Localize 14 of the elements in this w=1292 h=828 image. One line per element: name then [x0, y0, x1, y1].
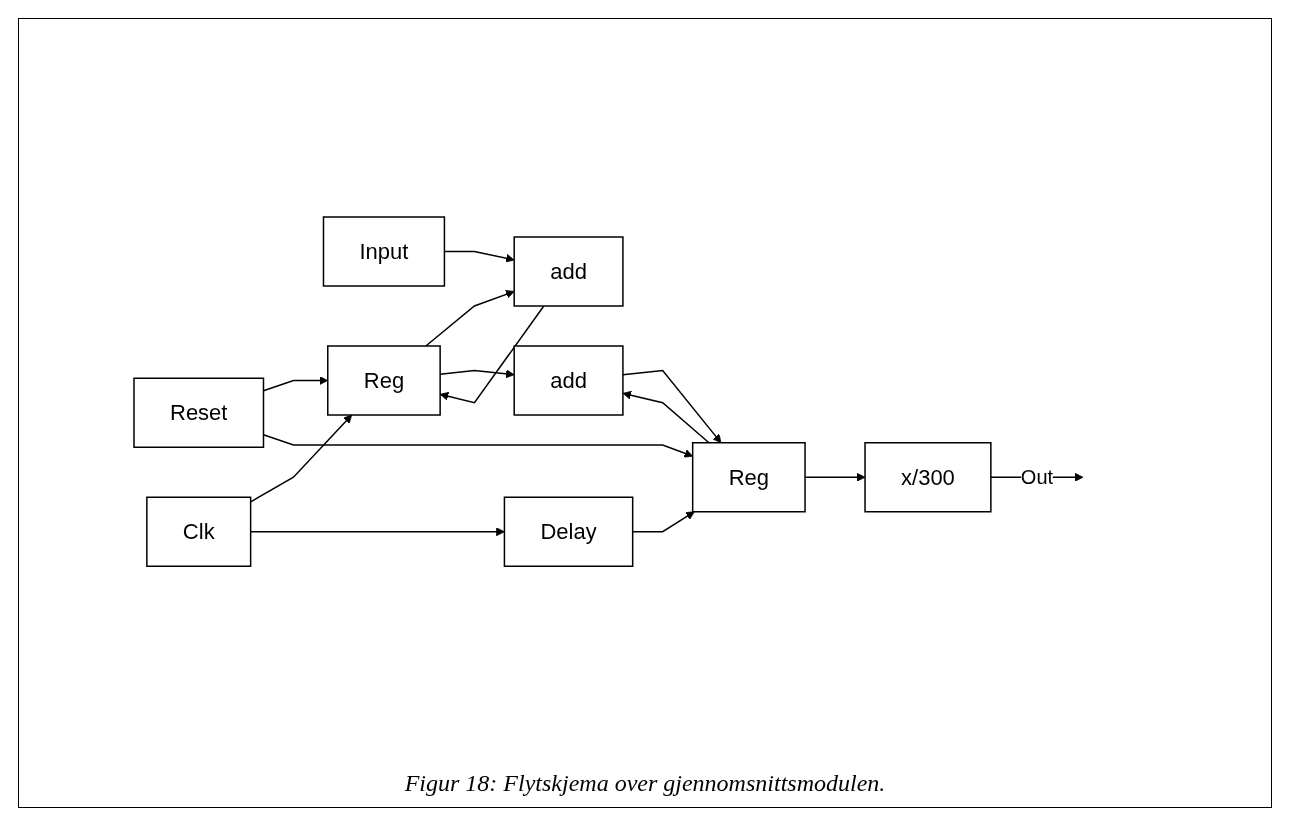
node-box: Reg — [327, 345, 442, 416]
node-box: add — [513, 345, 625, 416]
node-box: Delay — [504, 496, 634, 567]
node-box: x/300 — [864, 441, 993, 513]
node-box: Input — [323, 216, 446, 287]
node-box: Reg — [692, 441, 807, 513]
figure-caption: Figur 18: Flytskjema over gjennomsnittsmodulen. — [404, 770, 886, 797]
arrow — [263, 376, 329, 392]
arrow — [440, 305, 545, 404]
edge-label: Out — [1021, 466, 1054, 489]
node-box: Clk — [146, 496, 252, 567]
arrow — [263, 433, 694, 458]
node-box: add — [513, 236, 625, 307]
node-box: Reset — [133, 377, 265, 448]
